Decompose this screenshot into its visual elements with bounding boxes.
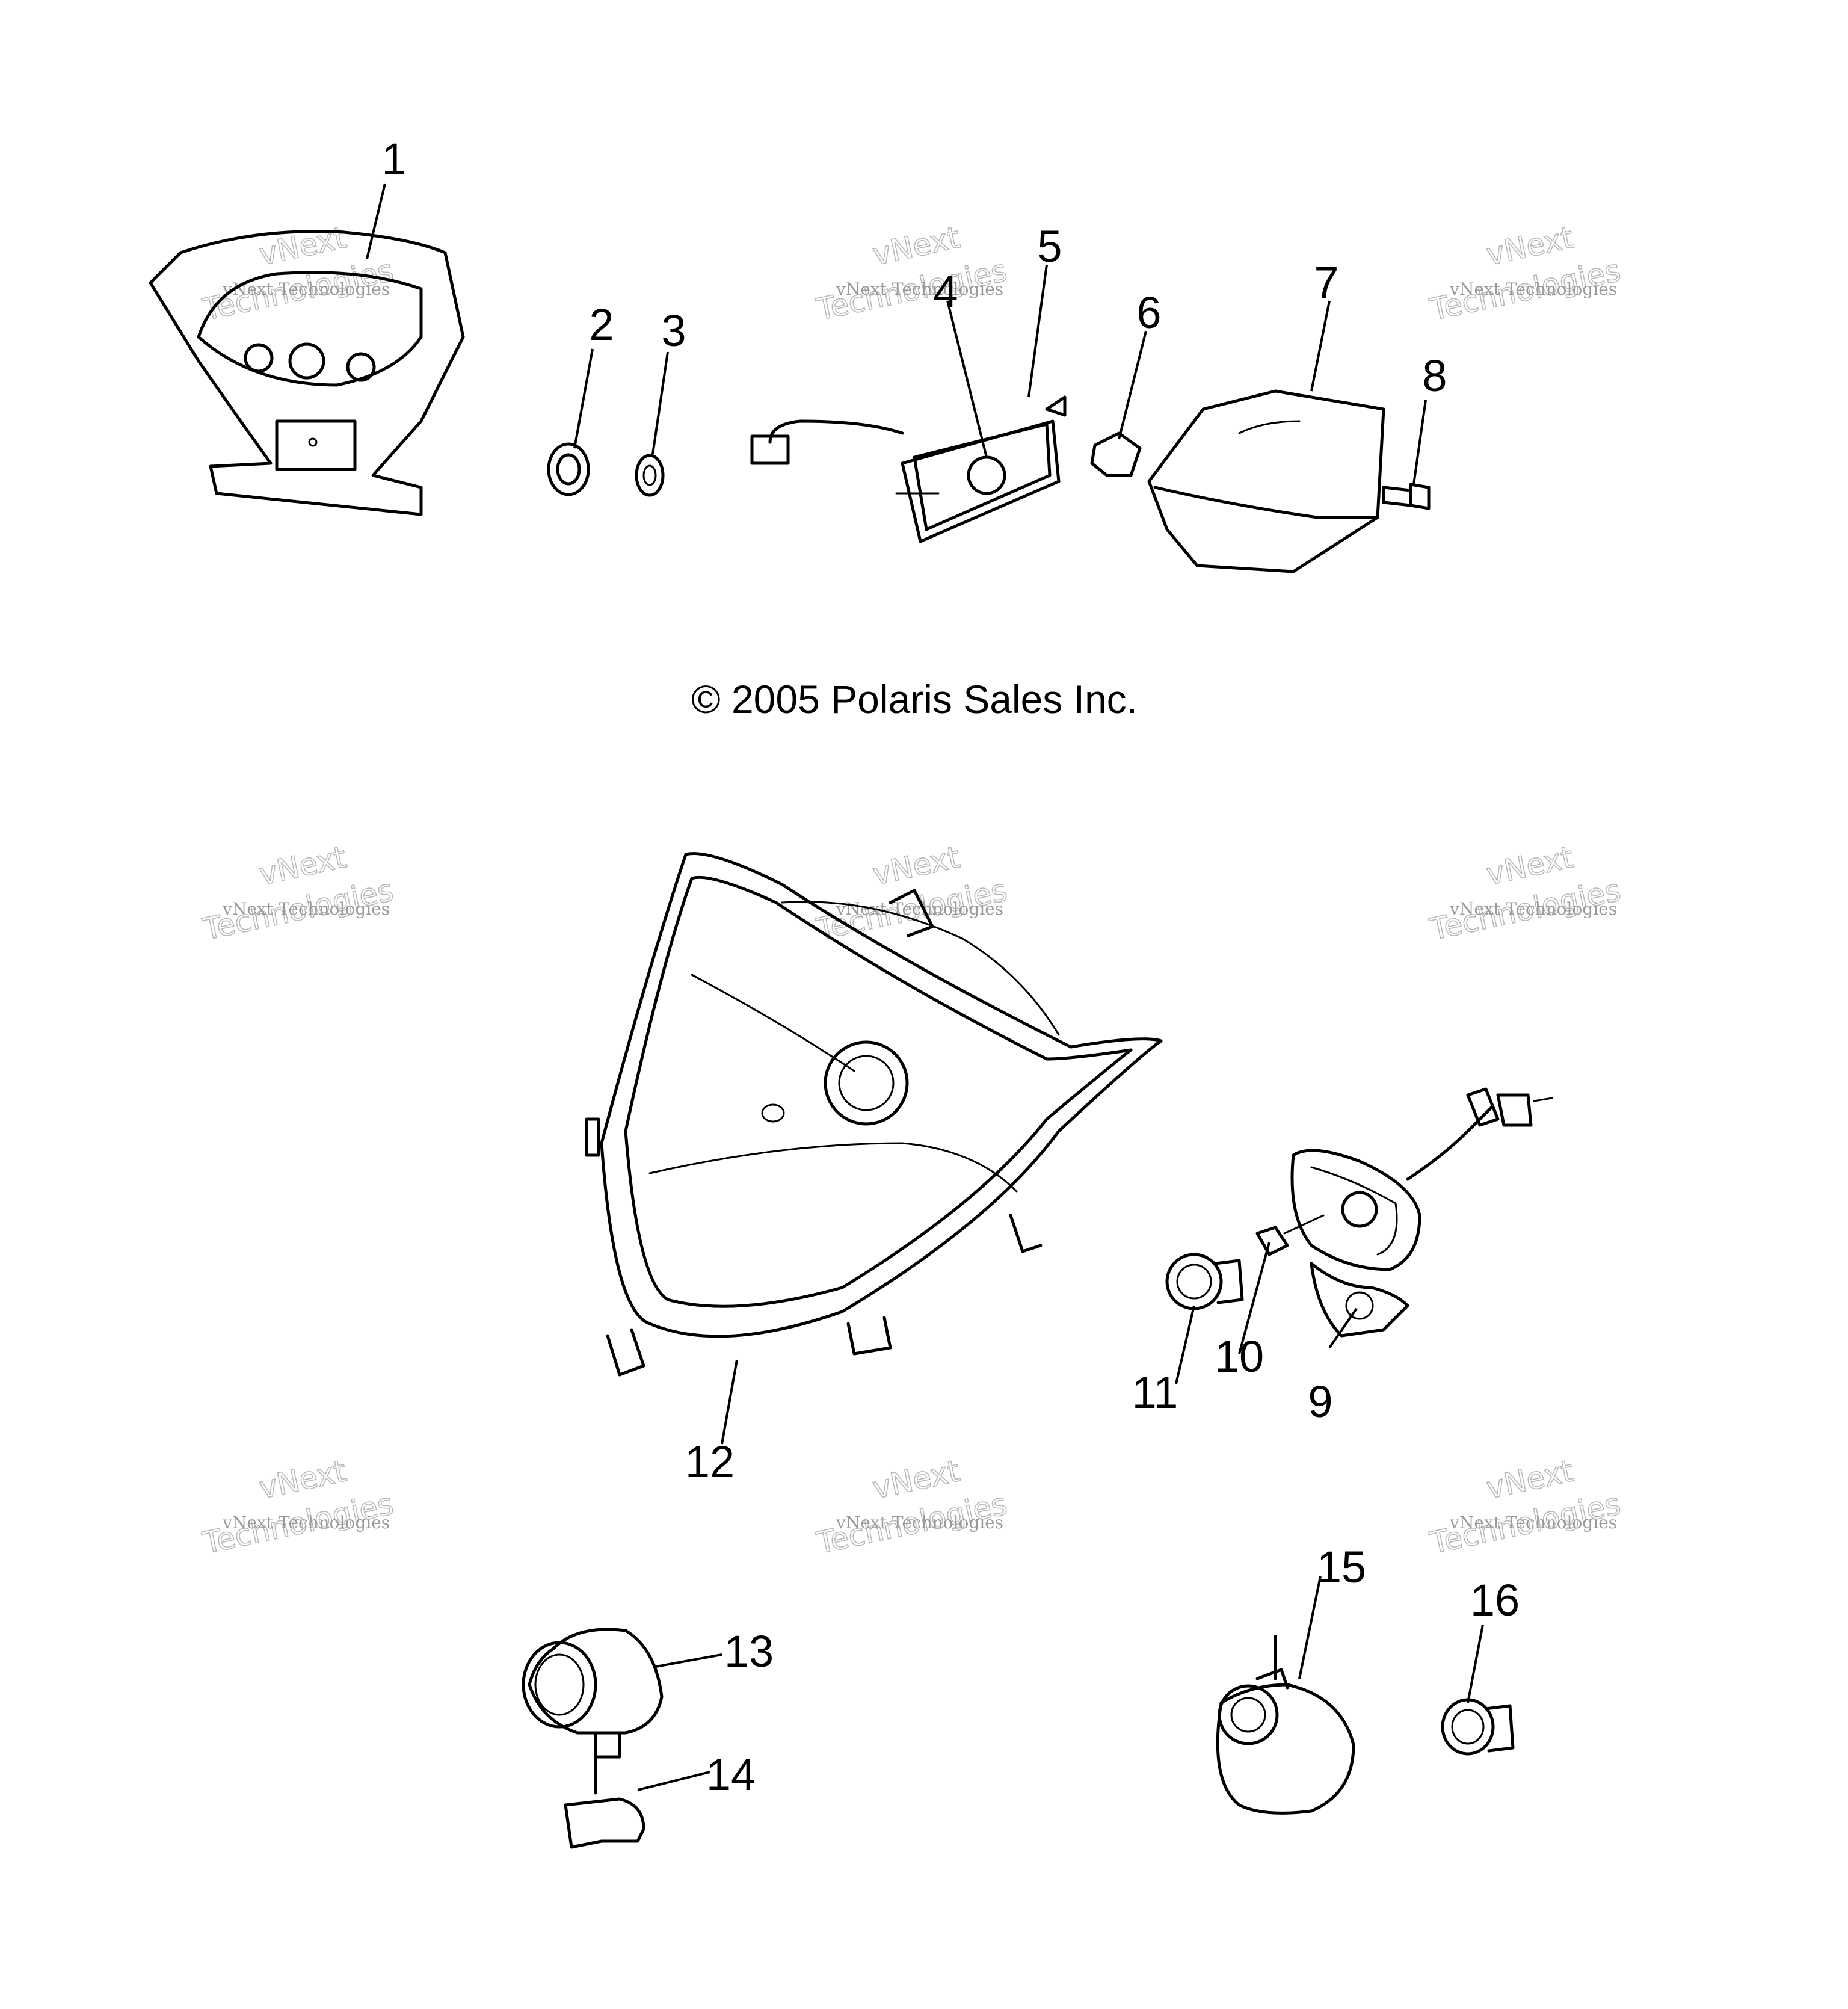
callout-12: 12 — [685, 1437, 735, 1487]
callout-8: 8 — [1422, 351, 1447, 401]
watermark-text-small: vNext Technologies — [222, 899, 390, 919]
part-9-10-socket — [1255, 1087, 1553, 1338]
callout-9: 9 — [1308, 1377, 1332, 1427]
callout-15: 15 — [1317, 1542, 1366, 1592]
part-6-clip — [1090, 431, 1142, 477]
callout-5: 5 — [1037, 221, 1062, 271]
part-2-nut — [547, 442, 590, 496]
watermark-text-small: vNext Technologies — [836, 279, 1003, 299]
part-4-5-socket-harness — [750, 395, 1067, 543]
watermark-text-small: vNext Technologies — [222, 279, 390, 299]
callout-2: 2 — [589, 300, 614, 350]
callout-13: 13 — [724, 1626, 774, 1676]
callout-labels: 1 2 3 4 5 6 7 8 © 2005 Polaris Sales Inc… — [381, 134, 1520, 1800]
callout-3: 3 — [661, 306, 686, 356]
watermark-text-small: vNext Technologies — [1449, 1513, 1617, 1532]
watermark-text-small: vNext Technologies — [222, 1513, 390, 1532]
part-8-screw — [1382, 483, 1431, 510]
callout-7: 7 — [1314, 258, 1338, 307]
callout-14: 14 — [706, 1750, 756, 1800]
part-14-mount — [564, 1797, 645, 1849]
part-1-license-bracket — [149, 229, 465, 516]
callout-6: 6 — [1136, 288, 1161, 338]
watermark-text-small: vNext Technologies — [836, 1513, 1003, 1532]
part-16-bulb — [1441, 1698, 1515, 1756]
callout-1: 1 — [381, 134, 406, 184]
callout-16: 16 — [1470, 1575, 1520, 1625]
watermark-text-small: vNext Technologies — [1449, 279, 1617, 299]
copyright-notice: © 2005 Polaris Sales Inc. — [691, 677, 1138, 721]
callout-10: 10 — [1215, 1332, 1264, 1381]
callout-4: 4 — [933, 267, 958, 316]
leader-lines — [366, 183, 1484, 1791]
part-13-turn-signal — [522, 1628, 664, 1795]
callout-11: 11 — [1132, 1368, 1178, 1418]
part-3-washer — [635, 454, 665, 497]
watermark-text-small: vNext Technologies — [1449, 899, 1617, 919]
part-11-bulb — [1165, 1253, 1244, 1310]
part-12-headlight — [585, 852, 1163, 1377]
part-15-turn-signal — [1216, 1635, 1355, 1815]
part-7-lens — [1147, 389, 1385, 573]
